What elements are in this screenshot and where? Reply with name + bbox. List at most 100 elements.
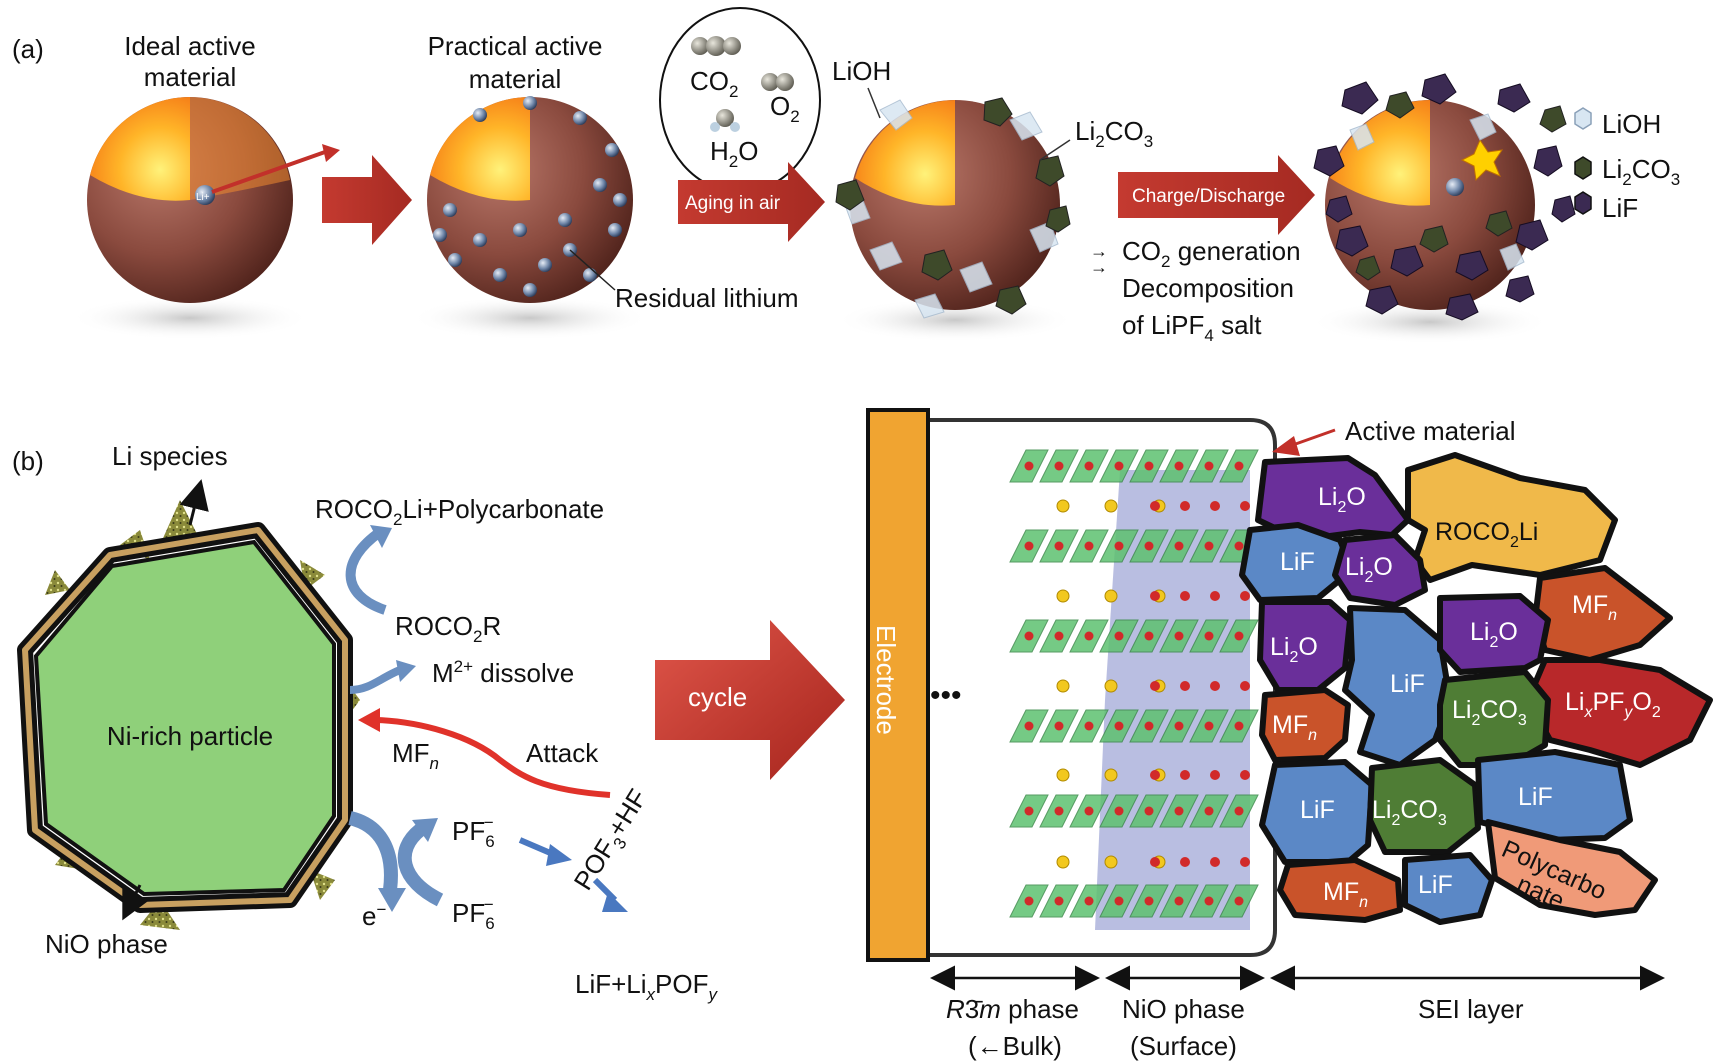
pf6-lower-label: PF6− bbox=[452, 895, 495, 933]
li-species-label: Li species bbox=[112, 441, 228, 471]
lattice-ni-atom bbox=[1150, 591, 1160, 601]
sei-label-li2o-4: Li2O bbox=[1470, 618, 1518, 651]
lattice-ni-atom bbox=[1150, 681, 1160, 691]
lattice-ni-atom bbox=[1240, 681, 1250, 691]
lattice-metal-atom bbox=[1054, 541, 1064, 551]
bullet-arrow-1: → bbox=[1090, 241, 1108, 261]
lattice-metal-atom bbox=[1144, 461, 1154, 471]
sei-label-mfn-1: MFn bbox=[1572, 591, 1617, 624]
lattice-metal-atom bbox=[1144, 896, 1154, 906]
sei-label-lif-5: LiF bbox=[1418, 871, 1453, 899]
cycled-material-sphere bbox=[1310, 73, 1576, 344]
lattice-li-atom bbox=[1104, 679, 1118, 693]
lattice-metal-atom bbox=[1024, 631, 1034, 641]
legend-li2co3-label: Li2CO3 bbox=[1602, 154, 1680, 189]
lif-lipof-product-label: LiF+LixPOFy bbox=[575, 969, 719, 1004]
practical-material-sphere bbox=[410, 96, 650, 340]
sei-label-lif-3: LiF bbox=[1300, 796, 1335, 824]
li-species-arrow bbox=[179, 479, 209, 526]
aging-in-air-arrow bbox=[678, 162, 825, 242]
lattice-ni-atom bbox=[1180, 501, 1190, 511]
sei-label-roco2li: ROCO2Li bbox=[1435, 518, 1538, 551]
lattice-metal-atom bbox=[1114, 541, 1124, 551]
ideal-material-sphere bbox=[70, 96, 340, 340]
lattice-ni-atom bbox=[1240, 770, 1250, 780]
lattice-metal-atom bbox=[1174, 461, 1184, 471]
electron-label: e− bbox=[362, 900, 386, 931]
ideal-material-label-2: material bbox=[144, 62, 236, 92]
lattice-metal-atom bbox=[1204, 461, 1214, 471]
sei-layer bbox=[1239, 452, 1713, 925]
lattice-li-atom bbox=[1104, 499, 1118, 513]
lattice-metal-atom bbox=[1204, 631, 1214, 641]
sei-layer-label: SEI layer bbox=[1418, 994, 1524, 1024]
lattice-li-atom bbox=[1056, 855, 1070, 869]
lattice-metal-atom bbox=[1174, 631, 1184, 641]
active-material-label: Active material bbox=[1345, 416, 1516, 446]
sei-label-li2co3-2: Li2CO3 bbox=[1372, 796, 1447, 829]
practical-material-label-2: material bbox=[469, 64, 561, 94]
legend-lif-swatch bbox=[1574, 191, 1592, 215]
pf6-upper-label: PF6− bbox=[452, 813, 495, 851]
sei-label-lif-2: LiF bbox=[1390, 670, 1425, 698]
lattice-ni-atom bbox=[1150, 770, 1160, 780]
attack-label: Attack bbox=[526, 738, 599, 768]
lattice-metal-atom bbox=[1174, 721, 1184, 731]
active-material-arrow bbox=[1289, 428, 1336, 448]
lattice-ni-atom bbox=[1180, 681, 1190, 691]
lattice-ni-atom bbox=[1210, 591, 1220, 601]
sei-label-li2o-1: Li2O bbox=[1318, 483, 1366, 516]
li-ion-label: Li+ bbox=[196, 192, 210, 203]
lattice-ni-atom bbox=[1180, 770, 1190, 780]
lattice-metal-atom bbox=[1114, 806, 1124, 816]
arrow-ideal-to-practical bbox=[322, 155, 412, 245]
legend-li2co3-swatch bbox=[1574, 156, 1592, 180]
lattice-ni-atom bbox=[1150, 857, 1160, 867]
pof3-hf-label: POF3+HF bbox=[568, 784, 657, 898]
lattice-metal-atom bbox=[1114, 461, 1124, 471]
panel-a-tag: (a) bbox=[12, 34, 44, 64]
sei-polycarbonate bbox=[1485, 819, 1658, 918]
lattice-metal-atom bbox=[1024, 896, 1034, 906]
legend-lif-label: LiF bbox=[1602, 193, 1638, 223]
gas-o2-label: O2 bbox=[770, 91, 800, 126]
lattice-metal-atom bbox=[1174, 896, 1184, 906]
sei-lif-3 bbox=[1259, 759, 1375, 865]
sei-label-mfn-3: MFn bbox=[1323, 878, 1368, 911]
lattice-li-atom bbox=[1056, 499, 1070, 513]
lattice-li-atom bbox=[1056, 679, 1070, 693]
r3m-phase-label: R3̄m phase bbox=[946, 994, 1079, 1024]
lioh-label: LiOH bbox=[832, 56, 891, 86]
nio-phase-arrow bbox=[122, 884, 150, 921]
lattice-li-atom bbox=[1056, 589, 1070, 603]
residual-lithium-label: Residual lithium bbox=[615, 283, 799, 313]
lattice-metal-atom bbox=[1234, 896, 1244, 906]
hf-attack-arrow bbox=[377, 717, 611, 798]
lattice-metal-atom bbox=[1084, 721, 1094, 731]
lattice-metal-atom bbox=[1084, 541, 1094, 551]
panel-b-tag: (b) bbox=[12, 446, 44, 476]
legend-lioh-label: LiOH bbox=[1602, 109, 1661, 139]
lattice-metal-atom bbox=[1144, 806, 1154, 816]
lattice-metal-atom bbox=[1204, 541, 1214, 551]
surface-label: (Surface) bbox=[1130, 1031, 1237, 1061]
gas-h2o-label: H2O bbox=[710, 136, 758, 171]
lattice-li-atom bbox=[1056, 768, 1070, 782]
pf6-cycle-arrow bbox=[397, 824, 444, 907]
lattice-ni-atom bbox=[1210, 770, 1220, 780]
ideal-material-label-1: Ideal active bbox=[124, 31, 256, 61]
air-gases-bubble bbox=[659, 7, 821, 193]
lattice-metal-atom bbox=[1234, 461, 1244, 471]
lattice-metal-atom bbox=[1174, 806, 1184, 816]
lattice-metal-atom bbox=[1024, 806, 1034, 816]
lattice-metal-atom bbox=[1084, 461, 1094, 471]
lattice-metal-atom bbox=[1084, 896, 1094, 906]
lattice-metal-atom bbox=[1054, 631, 1064, 641]
lattice-metal-atom bbox=[1054, 806, 1064, 816]
lattice-ni-atom bbox=[1210, 857, 1220, 867]
lattice-ni-atom bbox=[1210, 681, 1220, 691]
lipf4-salt-label: of LiPF4 salt bbox=[1122, 310, 1262, 345]
lattice-metal-atom bbox=[1084, 806, 1094, 816]
lattice-metal-atom bbox=[1204, 896, 1214, 906]
